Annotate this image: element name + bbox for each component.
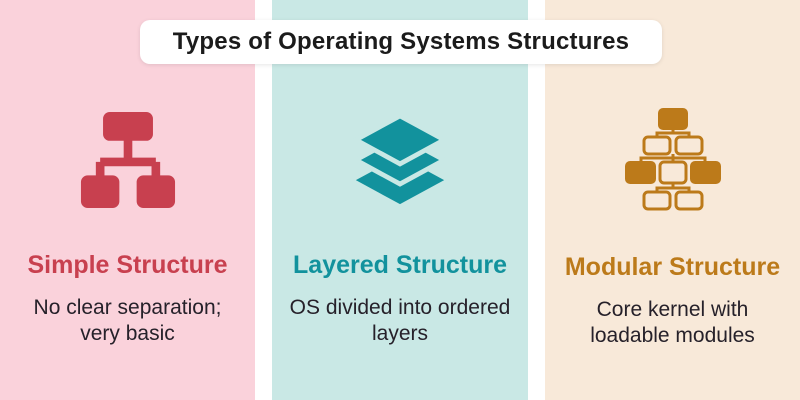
page-title: Types of Operating Systems Structures	[140, 20, 662, 64]
description-line: layers	[371, 322, 428, 346]
panel-heading-layered: Layered Structure	[293, 251, 507, 279]
panel-heading-modular: Modular Structure	[564, 253, 781, 281]
description-line: No clear separation;	[33, 295, 222, 319]
description-line: OS divided into ordered	[289, 295, 511, 319]
description-line: loadable modules	[590, 324, 755, 348]
page-title-text: Types of Operating Systems Structures	[172, 28, 630, 55]
layers-icon	[352, 113, 448, 205]
panel-simple-structure: Simple Structure No clear separation; ver…	[0, 0, 255, 400]
panel-heading-simple: Simple Structure	[27, 251, 228, 279]
panel-description-layered: OS divided into ordered layers	[290, 295, 511, 349]
modules-icon	[624, 108, 721, 211]
panel-description-modular: Core kernel with loadable modules	[590, 297, 755, 351]
panel-description-simple: No clear separation; very basic	[34, 295, 222, 349]
description-line: very basic	[80, 322, 175, 346]
panel-modular-structure: Modular Structure Core kernel with loadab…	[545, 0, 800, 400]
description-line: Core kernel with	[596, 297, 749, 321]
panel-layered-structure: Layered Structure OS divided into ordere…	[272, 0, 528, 400]
sitemap-icon	[80, 112, 175, 208]
